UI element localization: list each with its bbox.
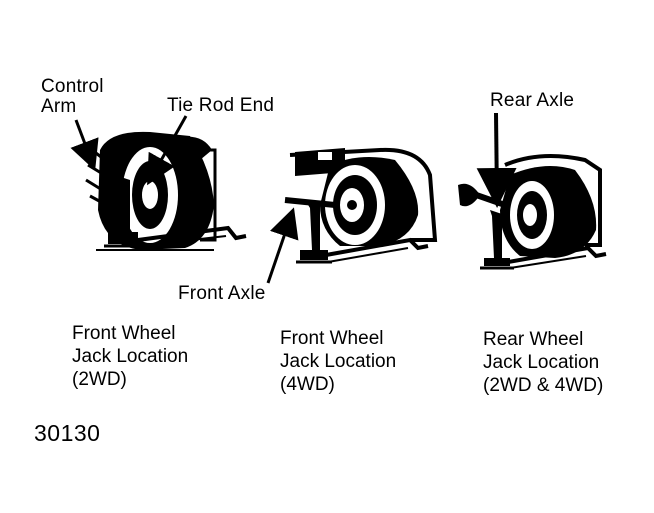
rear-illustration (458, 154, 607, 270)
caption-front-2wd: Front Wheel Jack Location (2WD) (72, 322, 188, 391)
control-arm-arrow (70, 119, 99, 171)
control-arm-label-line1: Control (41, 76, 104, 97)
caption-front-2wd-line3: (2WD) (72, 369, 127, 390)
caption-rear-line2: Jack Location (483, 352, 600, 373)
tie-rod-end-arrow (147, 115, 188, 186)
caption-rear: Rear Wheel Jack Location (2WD & 4WD) (483, 328, 603, 397)
rear-axle-label: Rear Axle (490, 90, 575, 111)
caption-front-2wd-line1: Front Wheel (72, 323, 176, 344)
caption-front-4wd-line1: Front Wheel (280, 328, 384, 349)
caption-front-4wd-line3: (4WD) (280, 374, 335, 395)
caption-front-4wd: Front Wheel Jack Location (4WD) (280, 327, 396, 396)
leader-arrows (70, 112, 517, 284)
caption-rear-line1: Rear Wheel (483, 329, 584, 350)
tie-rod-end-label: Tie Rod End (167, 95, 275, 116)
caption-front-4wd-line2: Jack Location (280, 351, 397, 372)
front-axle-label: Front Axle (178, 283, 266, 304)
front-axle-arrow (266, 207, 299, 284)
caption-rear-line3: (2WD & 4WD) (483, 375, 604, 396)
caption-front-2wd-line2: Jack Location (72, 346, 189, 367)
figure-number: 30130 (34, 420, 101, 446)
front-2wd-illustration (85, 131, 247, 251)
control-arm-label-line2: Arm (41, 96, 77, 117)
rear-axle-arrow (476, 112, 517, 208)
front-4wd-illustration (284, 147, 438, 264)
